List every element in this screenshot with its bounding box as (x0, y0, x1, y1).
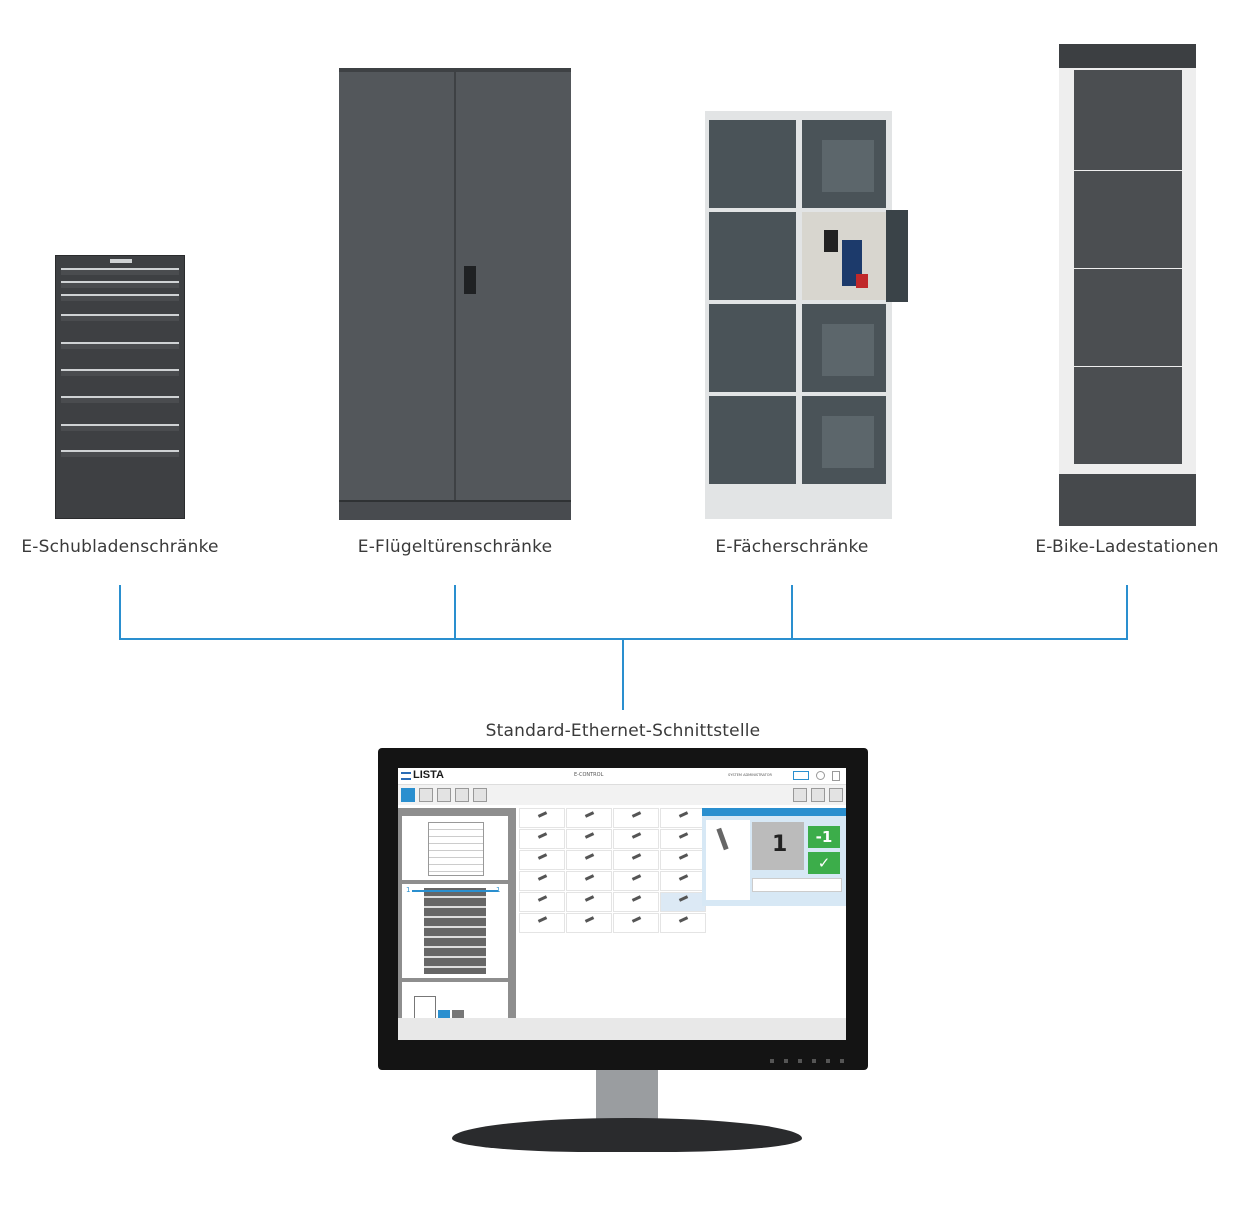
toolbar-button-1[interactable] (401, 788, 415, 802)
software-screen: LISTA E-CONTROL SYSTEM ADMINISTRATOR 1 1 (398, 768, 846, 1040)
left-panel: 1 1 (398, 808, 516, 1040)
tool-grid[interactable] (519, 808, 707, 948)
logout-icon[interactable] (832, 771, 840, 781)
label-drawer-cabinets: E-Schubladenschränke (21, 537, 219, 557)
open-locker-door (886, 210, 908, 302)
monitor-base (452, 1118, 802, 1152)
flag-button[interactable] (793, 771, 809, 780)
tool-image (716, 827, 729, 851)
toolbar-button-7[interactable] (811, 788, 825, 802)
ebike-charging-station-image (1059, 44, 1196, 526)
door-handle (464, 266, 476, 294)
label-ebike-stations: E-Bike-Ladestationen (1035, 537, 1219, 557)
article-dialog: 1 -1 ✓ (702, 808, 846, 906)
toolbar-button-4[interactable] (455, 788, 469, 802)
toolbar-button-2[interactable] (419, 788, 433, 802)
label-compartment-lockers: E-Fächerschränke (715, 537, 869, 557)
toolbar-button-3[interactable] (437, 788, 451, 802)
comment-input[interactable] (752, 878, 842, 892)
monitor: LISTA E-CONTROL SYSTEM ADMINISTRATOR 1 1 (378, 748, 868, 1070)
connector-locker (791, 585, 793, 640)
monitor-buttons (770, 1059, 850, 1063)
connector-drawer (119, 585, 121, 640)
brand-name: LISTA (413, 769, 444, 781)
connector-ebike (1126, 585, 1128, 640)
compartment-locker-image (705, 111, 908, 519)
confirm-button[interactable]: ✓ (808, 852, 840, 874)
connector-wing (454, 585, 456, 640)
cabinet-keypad (110, 259, 132, 263)
toolbar-button-6[interactable] (793, 788, 807, 802)
drawer-marker-right: 1 (496, 886, 501, 894)
app-title: E-CONTROL (574, 772, 604, 778)
connector-trunk (622, 638, 624, 710)
settings-icon[interactable] (816, 771, 825, 780)
toolbar-button-5[interactable] (473, 788, 487, 802)
decrement-button[interactable]: -1 (808, 826, 840, 848)
label-ethernet-interface: Standard-Ethernet-Schnittstelle (485, 721, 761, 741)
label-wing-door-cabinets: E-Flügeltürenschränke (357, 537, 553, 557)
lista-logo-icon (401, 772, 411, 780)
toolbar-button-8[interactable] (829, 788, 843, 802)
monitor-neck (596, 1070, 658, 1122)
wing-door-cabinet-image (339, 68, 571, 520)
user-name: SYSTEM ADMINISTRATOR (728, 773, 772, 777)
quantity-value: 1 (772, 832, 788, 857)
drawer-cabinet-image (55, 255, 185, 519)
drawer-marker-left: 1 (406, 886, 411, 894)
